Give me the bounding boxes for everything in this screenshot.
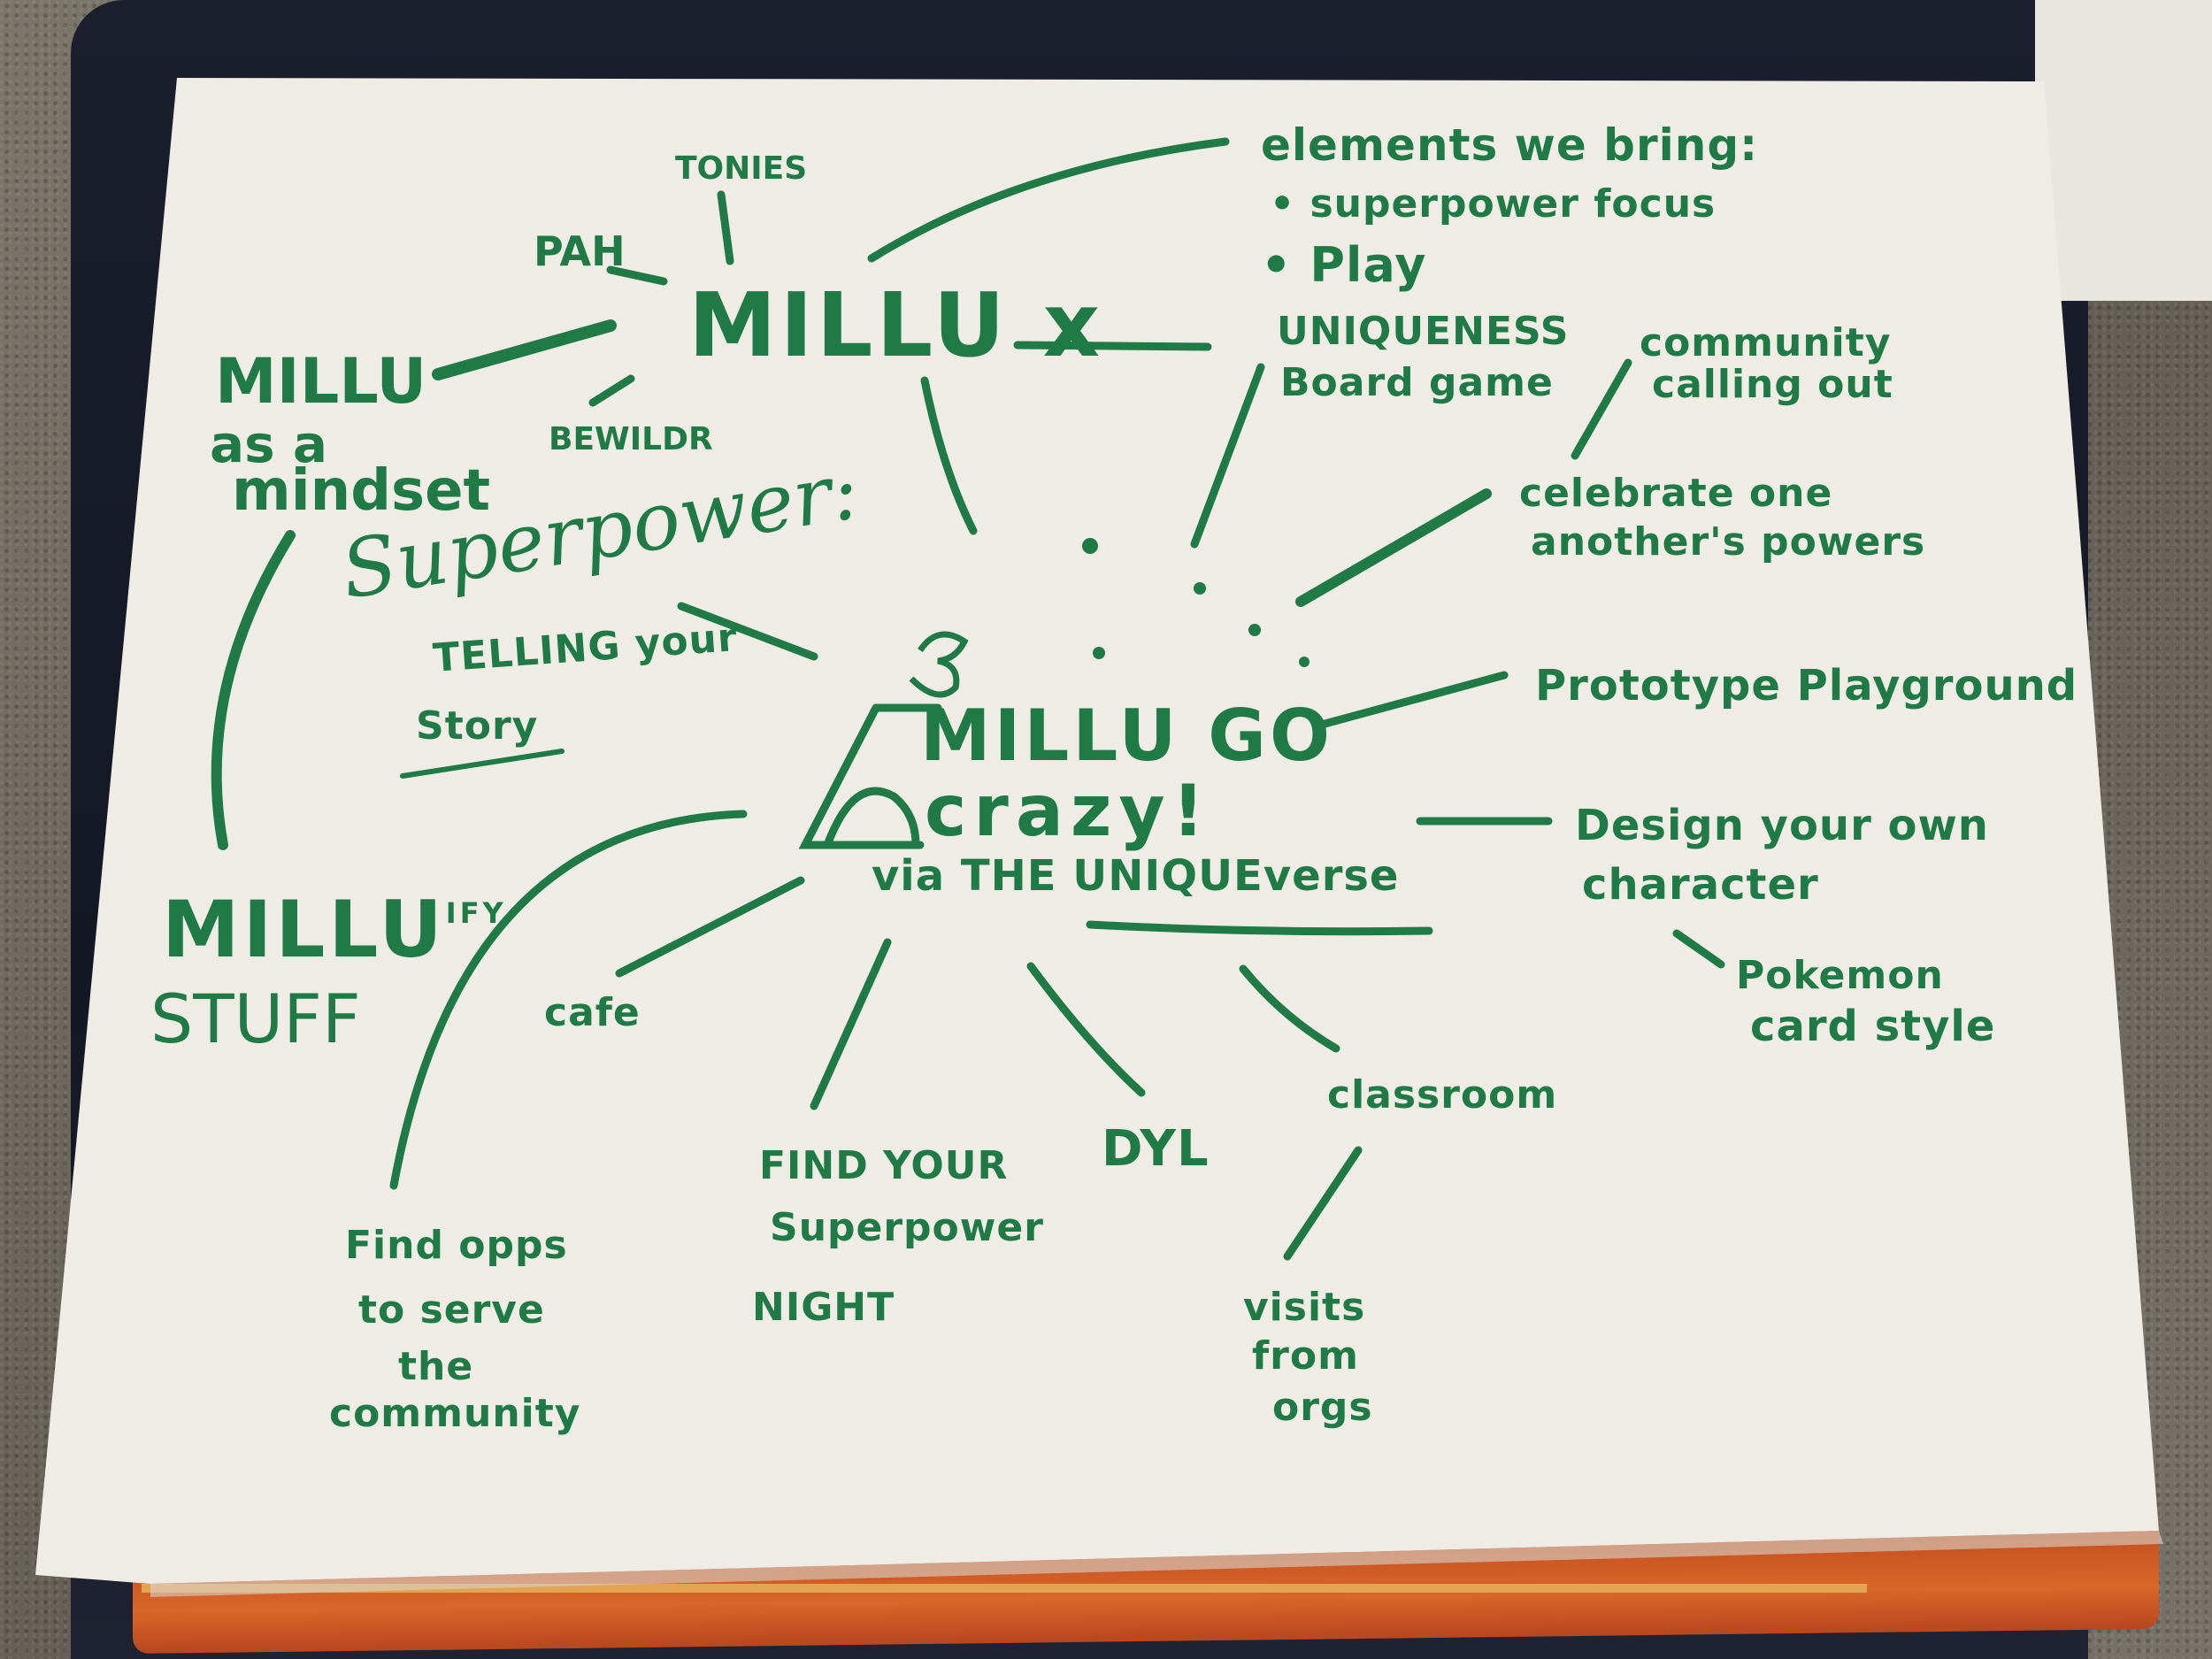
label-find-opps-1: Find opps <box>345 1223 568 1268</box>
label-pokemon: Pokemon <box>1736 953 1944 998</box>
line-find-opps <box>389 810 748 1190</box>
line-dyl <box>1026 962 1146 1097</box>
center-subtitle-prefix: via THE <box>872 851 1057 901</box>
bullet-2-text: Play <box>1310 237 1427 293</box>
line-cafe <box>615 876 805 978</box>
label-stuff: STUFF <box>150 979 361 1058</box>
label-bullet-superpower-focus: • superpower focus <box>1270 181 1717 227</box>
connector-lines <box>211 137 1725 1261</box>
label-superpower-night-3: NIGHT <box>752 1285 895 1330</box>
line-classroom <box>1239 964 1340 1053</box>
label-cafe: cafe <box>544 990 641 1035</box>
underline-uniqueverse <box>1086 920 1433 936</box>
line-millu-to-mindset <box>432 319 617 380</box>
bullet-icon: • <box>1261 237 1310 293</box>
background-wall <box>2035 0 2212 301</box>
line-bewildr <box>588 374 635 407</box>
label-celebrate: celebrate one <box>1519 471 1833 516</box>
book-stripe <box>142 1584 1867 1593</box>
line-superpower-to-center <box>677 602 818 661</box>
label-pah: PAH <box>534 227 626 275</box>
label-millufy-main: MILLU <box>162 884 446 975</box>
center-subtitle: via THE UNIQUEverse <box>872 854 1399 898</box>
center-subtitle-uniqueverse: UNIQUEverse <box>1072 851 1400 901</box>
line-community <box>1571 358 1632 460</box>
label-find-opps-4: community <box>329 1391 581 1436</box>
line-pah <box>606 265 668 286</box>
label-visits: visits <box>1243 1285 1366 1330</box>
line-pokemon <box>1672 929 1725 969</box>
label-community: community <box>1640 320 1892 365</box>
label-classroom: classroom <box>1327 1072 1558 1118</box>
line-millu-x-to-right <box>1013 341 1212 351</box>
line-prototype <box>1314 671 1509 730</box>
label-bullet-play: • Play <box>1261 240 1426 291</box>
paper-shadow <box>150 1531 2163 1597</box>
line-superpower-night <box>810 938 892 1110</box>
label-dyl: DYL <box>1102 1120 1210 1178</box>
label-design-your-own: Design your own <box>1575 801 1989 850</box>
bullet-1-text: superpower focus <box>1310 181 1717 227</box>
label-millufy: MILLUIFY <box>162 888 507 971</box>
label-elements-title: elements we bring: <box>1261 119 1759 171</box>
line-celebrate <box>1295 488 1492 607</box>
center-title-line2: crazy! <box>925 770 1212 852</box>
line-millu-down <box>920 376 978 535</box>
label-superpower-night-1: FIND YOUR <box>759 1143 1009 1188</box>
label-board-game: Board game <box>1280 360 1554 405</box>
line-mindset-to-millufy <box>211 530 296 850</box>
bullet-icon: • <box>1270 181 1310 227</box>
label-from: from <box>1252 1333 1359 1379</box>
label-tonies: TONIES <box>675 150 808 187</box>
line-visits <box>1283 1146 1363 1261</box>
paper-sheet <box>35 78 2159 1584</box>
label-orgs: orgs <box>1272 1385 1373 1430</box>
label-story: Story <box>416 703 539 749</box>
label-mindset-millu: MILLU <box>215 345 427 418</box>
label-calling-out: calling out <box>1652 362 1893 407</box>
label-millufy-suffix: IFY <box>445 896 507 930</box>
label-mindset-word: mindset <box>232 458 491 524</box>
line-tonies <box>717 190 734 265</box>
label-superpower-night-2: Superpower <box>770 1205 1044 1250</box>
line-millu-to-elements <box>867 137 1230 263</box>
label-find-opps-2: to serve <box>358 1287 545 1333</box>
rainbow-doodle-icon <box>798 703 942 849</box>
label-millu-x: MILLU x <box>688 273 1104 377</box>
label-uniqueness: UNIQUENESS <box>1277 309 1570 354</box>
label-mindset-as-a: as a <box>210 414 327 474</box>
sparkle-dots <box>909 538 1310 698</box>
label-character: character <box>1582 860 1819 910</box>
label-bewildr: BEWILDR <box>549 421 713 457</box>
line-uniqueness <box>1190 363 1265 549</box>
label-card-style: card style <box>1750 1002 1996 1051</box>
label-find-opps-3: the <box>398 1344 474 1389</box>
underline-story <box>400 749 565 779</box>
label-prototype-playground: Prototype Playground <box>1535 661 2078 710</box>
center-title-line1: MILLU GO <box>920 695 1333 777</box>
label-another-powers: another's powers <box>1531 519 1926 565</box>
